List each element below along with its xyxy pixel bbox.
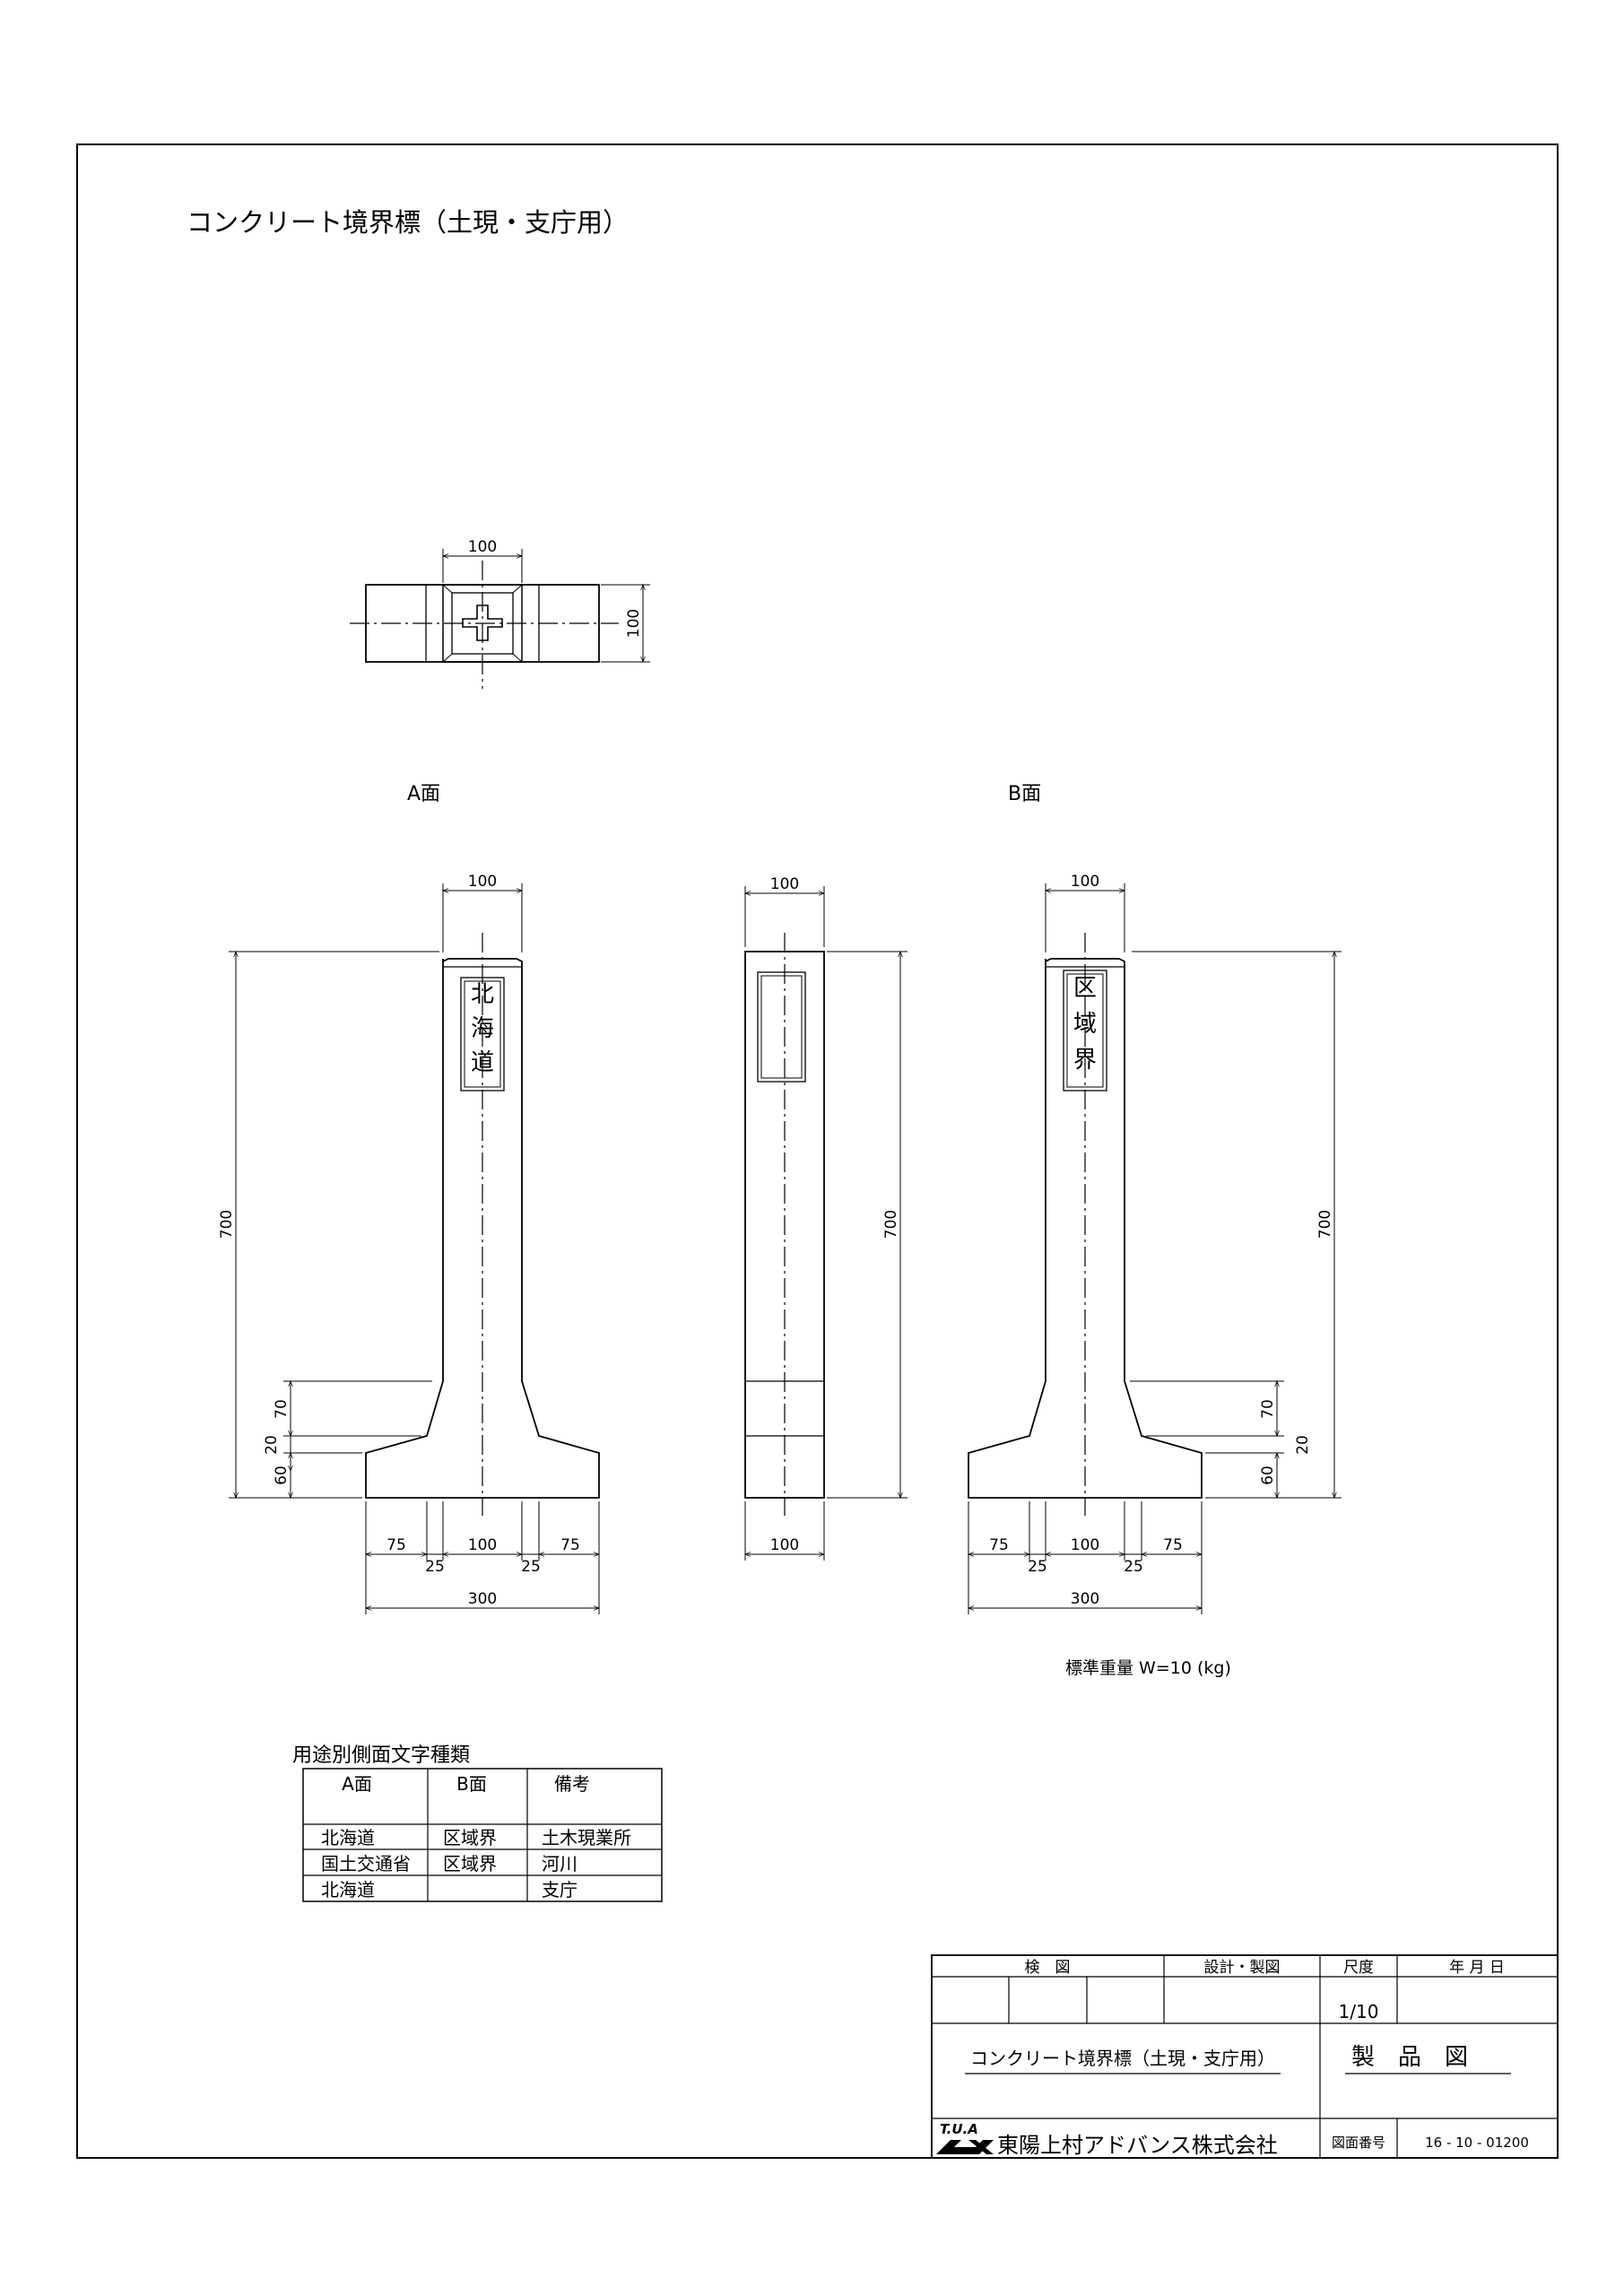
face-a-dim-75-left: 75 bbox=[386, 1536, 406, 1554]
usage-cell: 北海道 bbox=[321, 1827, 375, 1848]
face-a-height-dim: 700 bbox=[218, 1210, 236, 1239]
usage-cell: 河川 bbox=[542, 1853, 578, 1874]
side-view-bottom-dim: 100 bbox=[770, 1536, 799, 1554]
face-a-dim-25-right: 25 bbox=[521, 1558, 541, 1576]
drawing-number-label: 図面番号 bbox=[1332, 2135, 1385, 2151]
weight-note: 標準重量 W=10 (kg) bbox=[1065, 1658, 1231, 1678]
usage-cell: 区域界 bbox=[443, 1827, 497, 1848]
face-a-top-dim: 100 bbox=[468, 873, 497, 891]
face-a-dim-300: 300 bbox=[468, 1590, 497, 1608]
usage-table: 用途別側面文字種類 A面 B面 備考 北海道 区域界 土木現業所 国土交通省 区… bbox=[292, 1744, 663, 1902]
side-view-top-dim: 100 bbox=[770, 875, 799, 893]
face-b-dim-20: 20 bbox=[1294, 1435, 1312, 1455]
face-b-label: B面 bbox=[1008, 783, 1041, 805]
face-b-dim-75-left: 75 bbox=[989, 1536, 1009, 1554]
sheet-border bbox=[76, 144, 1559, 2159]
company-logo-icon bbox=[936, 2140, 994, 2154]
face-a-view: 北 海 道 100 700 70 20 60 7 bbox=[218, 873, 600, 1614]
check-label: 検 図 bbox=[1025, 1959, 1071, 1977]
face-b-dim-70: 70 bbox=[1259, 1399, 1277, 1419]
face-b-top-dim: 100 bbox=[1071, 873, 1099, 891]
face-b-dim-25-left: 25 bbox=[1028, 1558, 1047, 1576]
cross-mark bbox=[462, 604, 503, 641]
usage-header-note: 備考 bbox=[554, 1773, 590, 1795]
side-view: 100 700 100 bbox=[744, 875, 908, 1561]
face-b-dim-60: 60 bbox=[1259, 1465, 1277, 1485]
usage-header-a: A面 bbox=[342, 1773, 372, 1795]
face-b-dim-300: 300 bbox=[1071, 1590, 1099, 1608]
face-b-view: 区 域 界 100 700 70 20 60 75 25 100 25 bbox=[968, 873, 1342, 1614]
usage-cell: 北海道 bbox=[321, 1879, 375, 1900]
company-logo-text: T.U.A bbox=[940, 2121, 978, 2137]
face-a-dim-25-left: 25 bbox=[425, 1558, 445, 1576]
usage-cell: 支庁 bbox=[542, 1879, 578, 1900]
side-view-height-dim: 700 bbox=[882, 1210, 900, 1239]
drawing-number: 16 - 10 - 01200 bbox=[1425, 2135, 1529, 2151]
page-title: コンクリート境界標（土現・支庁用） bbox=[187, 207, 629, 238]
design-label: 設計・製図 bbox=[1204, 1959, 1281, 1977]
drawing-type: 製 品 図 bbox=[1351, 2044, 1468, 2071]
face-b-dim-100: 100 bbox=[1071, 1536, 1099, 1554]
top-view-height-dim: 100 bbox=[625, 609, 643, 638]
top-view: 100 100 bbox=[350, 538, 650, 689]
scale-value: 1/10 bbox=[1339, 2001, 1379, 2022]
date-label: 年 月 日 bbox=[1449, 1959, 1505, 1977]
face-a-dim-60: 60 bbox=[273, 1465, 291, 1485]
face-a-dim-20: 20 bbox=[263, 1435, 281, 1455]
usage-header-b: B面 bbox=[456, 1773, 487, 1795]
face-a-label: A面 bbox=[407, 783, 440, 805]
scale-label: 尺度 bbox=[1343, 1959, 1374, 1977]
face-b-height-dim: 700 bbox=[1316, 1210, 1334, 1239]
company-name: 東陽上村アドバンス株式会社 bbox=[997, 2133, 1278, 2158]
title-block: 検 図 設計・製図 尺度 年 月 日 1/10 コンクリート境界標（土現・支庁用… bbox=[931, 1954, 1559, 2159]
usage-cell: 区域界 bbox=[443, 1853, 497, 1874]
face-b-dim-75-right: 75 bbox=[1163, 1536, 1183, 1554]
face-a-dim-100: 100 bbox=[468, 1536, 497, 1554]
usage-cell: 土木現業所 bbox=[542, 1827, 631, 1848]
top-view-width-dim: 100 bbox=[468, 538, 497, 556]
face-a-dim-70: 70 bbox=[273, 1399, 291, 1419]
face-b-dim-25-right: 25 bbox=[1124, 1558, 1143, 1576]
usage-cell: 国土交通省 bbox=[321, 1853, 411, 1874]
drawing-name: コンクリート境界標（土現・支庁用） bbox=[970, 2048, 1275, 2069]
usage-table-caption: 用途別側面文字種類 bbox=[292, 1744, 470, 1767]
face-a-dim-75-right: 75 bbox=[560, 1536, 580, 1554]
